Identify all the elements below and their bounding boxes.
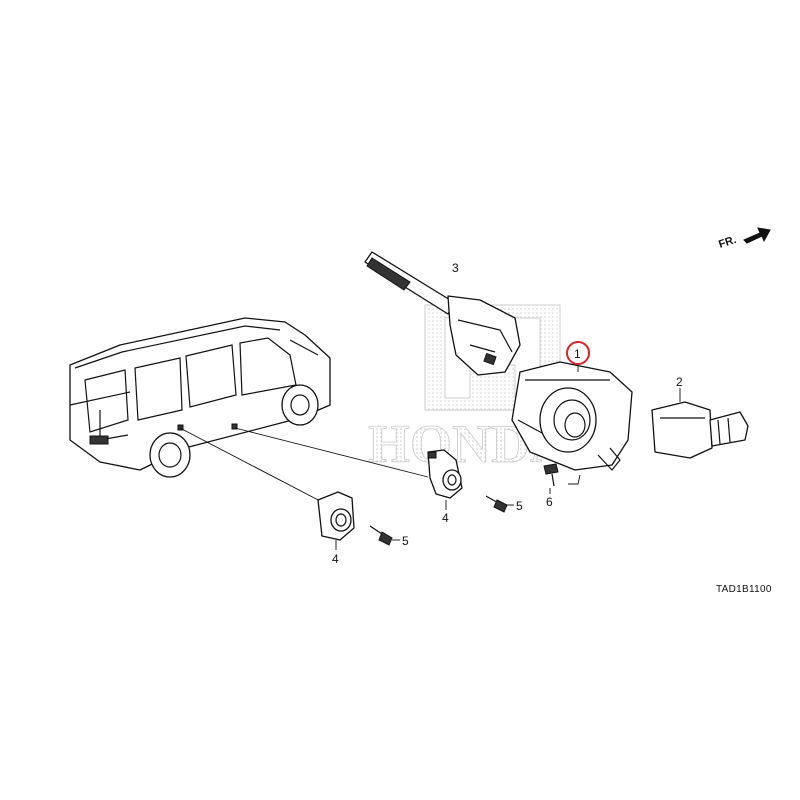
leader-vehicle-to-4a — [179, 427, 323, 503]
part-1-combination-switch — [511, 361, 633, 485]
part-4a-bracket — [317, 491, 355, 550]
callout-3: 3 — [452, 261, 459, 275]
diagram-code: TAD1B1100 — [716, 584, 772, 595]
front-arrow-icon — [743, 227, 771, 244]
part-5b-bolt — [485, 495, 514, 513]
callout-1: 1 — [574, 347, 581, 361]
vehicle-illustration — [69, 317, 331, 478]
callout-6: 6 — [546, 495, 553, 509]
callout-4a: 4 — [332, 552, 339, 566]
part-5a-bolt — [369, 525, 400, 546]
callout-2: 2 — [676, 375, 683, 389]
callout-1-highlight-ring — [566, 341, 590, 365]
part-2-lever-switch — [651, 388, 749, 459]
leader-vehicle-to-4b — [234, 427, 429, 478]
callout-4b: 4 — [442, 511, 449, 525]
front-direction-indicator: FR. — [717, 227, 771, 251]
part-4b-bracket — [427, 449, 463, 510]
callout-5b: 5 — [516, 499, 523, 513]
callout-5a: 5 — [402, 534, 409, 548]
front-direction-label: FR. — [717, 234, 738, 251]
part-6-screw — [543, 463, 559, 494]
part-3-lever-switch — [364, 251, 521, 376]
